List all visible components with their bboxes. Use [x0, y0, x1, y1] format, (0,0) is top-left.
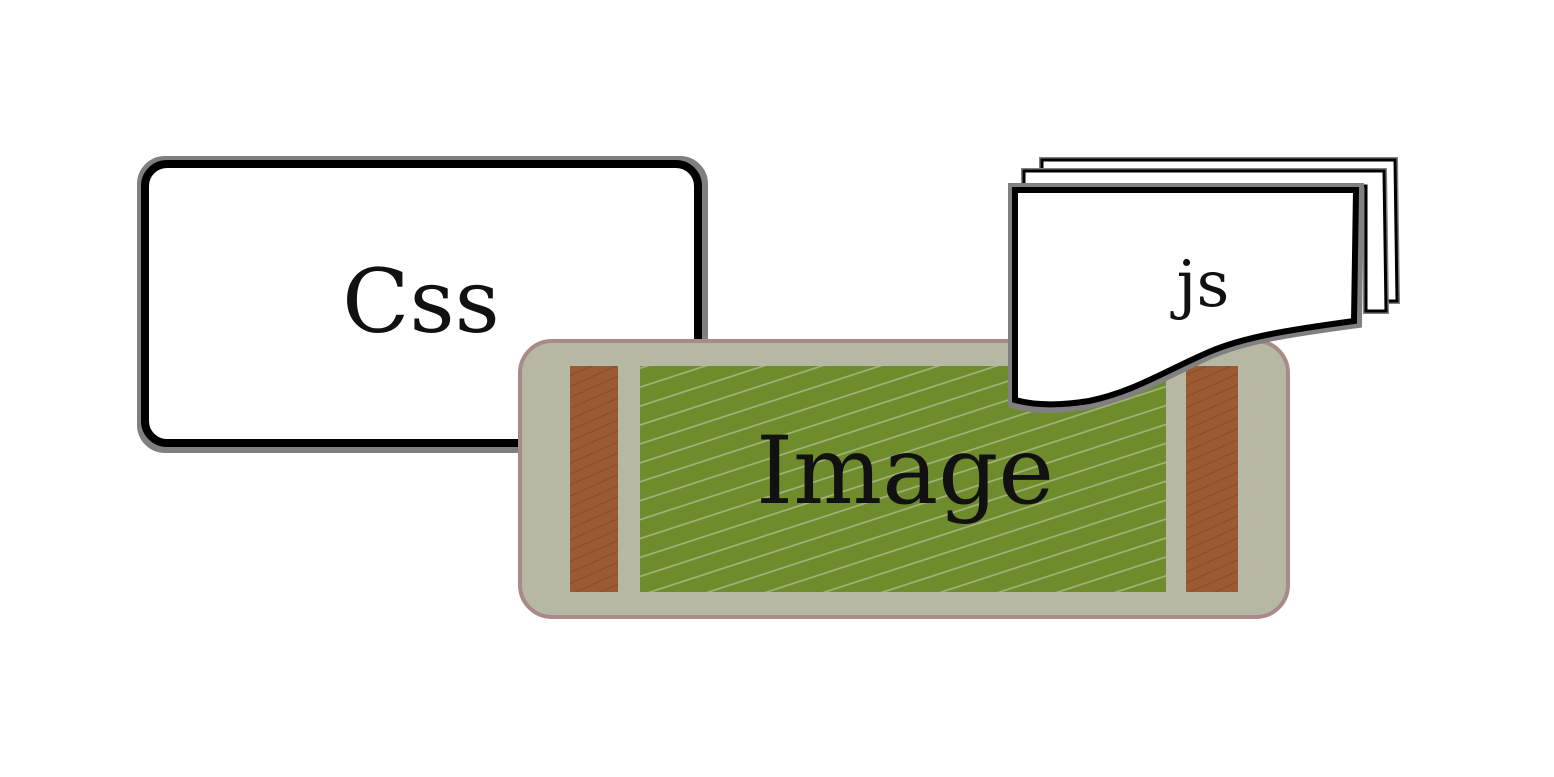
image-right-stripe: [1186, 366, 1238, 592]
js-node[interactable]: js: [1008, 157, 1401, 414]
image-node[interactable]: Image: [518, 339, 1290, 619]
js-label: js: [1170, 248, 1230, 322]
css-label: Css: [342, 250, 500, 353]
js-document: [1012, 187, 1360, 408]
image-label: Image: [756, 417, 1054, 526]
image-left-stripe: [570, 366, 618, 592]
